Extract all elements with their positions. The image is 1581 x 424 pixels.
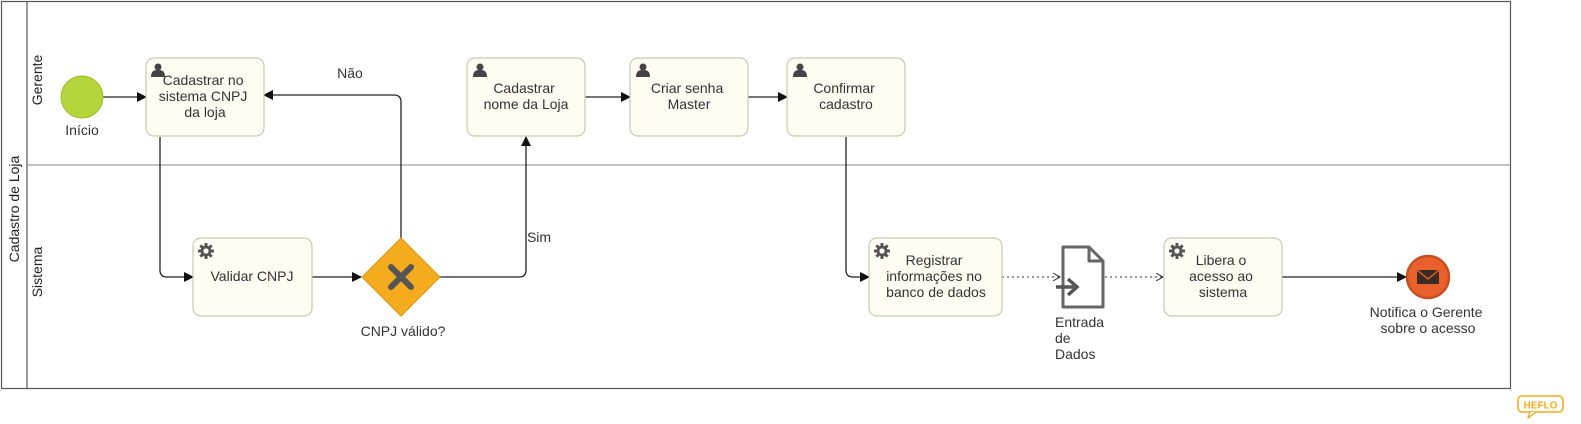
task-registrar-label: Registrar informações no banco de dados — [886, 252, 986, 300]
start-event-label: Início — [65, 122, 99, 138]
gateway-label: CNPJ válido? — [361, 323, 446, 339]
task-registrar-informacoes[interactable]: Registrar informações no banco de dados — [868, 237, 1003, 317]
task-validar-cnpj[interactable]: Validar CNPJ — [192, 237, 313, 317]
task-criar-senha-label: Criar senha Master — [651, 80, 727, 112]
flow-cadastrar-to-validar — [159, 137, 194, 282]
task-validar-label: Validar CNPJ — [211, 268, 294, 284]
task-cadastrar-cnpj-label: Cadastrar no sistema CNPJ da loja — [159, 72, 252, 120]
data-object-entrada[interactable]: Entrada de Dados — [1055, 245, 1108, 362]
flow-confirmar-to-registrar — [845, 137, 870, 282]
task-confirmar-cadastro[interactable]: Confirmar cadastro — [786, 57, 906, 137]
start-event[interactable]: Início — [60, 75, 104, 138]
task-libera-acesso[interactable]: Libera o acesso ao sistema — [1163, 237, 1283, 317]
data-object-label: Entrada de Dados — [1055, 314, 1108, 362]
gear-icon — [874, 243, 890, 259]
gateway-cnpj-valido[interactable]: CNPJ válido? — [361, 237, 446, 339]
flow-label-nao: Não — [337, 65, 363, 81]
sequence-flows — [103, 90, 1407, 282]
flow-label-sim: Sim — [527, 229, 551, 245]
gear-icon — [198, 243, 214, 259]
end-event-notifica[interactable]: Notifica o Gerente sobre o acesso — [1370, 254, 1487, 336]
pool-label: Cadastro de Loja — [6, 155, 22, 262]
heflo-logo: HEFLO — [1517, 395, 1564, 419]
end-event-label: Notifica o Gerente sobre o acesso — [1370, 304, 1487, 336]
task-cadastrar-nome-label: Cadastrar nome da Loja — [484, 80, 569, 112]
heflo-logo-text: HEFLO — [1524, 401, 1558, 412]
task-cadastrar-cnpj[interactable]: Cadastrar no sistema CNPJ da loja — [145, 57, 265, 137]
gear-icon — [1169, 243, 1185, 259]
task-criar-senha[interactable]: Criar senha Master — [629, 57, 749, 137]
flow-gateway-no — [263, 90, 402, 238]
lane-label-sistema: Sistema — [29, 247, 45, 298]
arrow-right-icon — [1056, 277, 1080, 297]
task-libera-label: Libera o acesso ao sistema — [1189, 252, 1257, 300]
flow-gateway-yes — [440, 136, 531, 278]
exclusive-x-icon — [388, 264, 414, 290]
lane-label-gerente: Gerente — [29, 54, 45, 105]
task-cadastrar-nome[interactable]: Cadastrar nome da Loja — [466, 57, 586, 137]
task-confirmar-label: Confirmar cadastro — [813, 80, 878, 112]
envelope-icon — [1416, 269, 1440, 284]
